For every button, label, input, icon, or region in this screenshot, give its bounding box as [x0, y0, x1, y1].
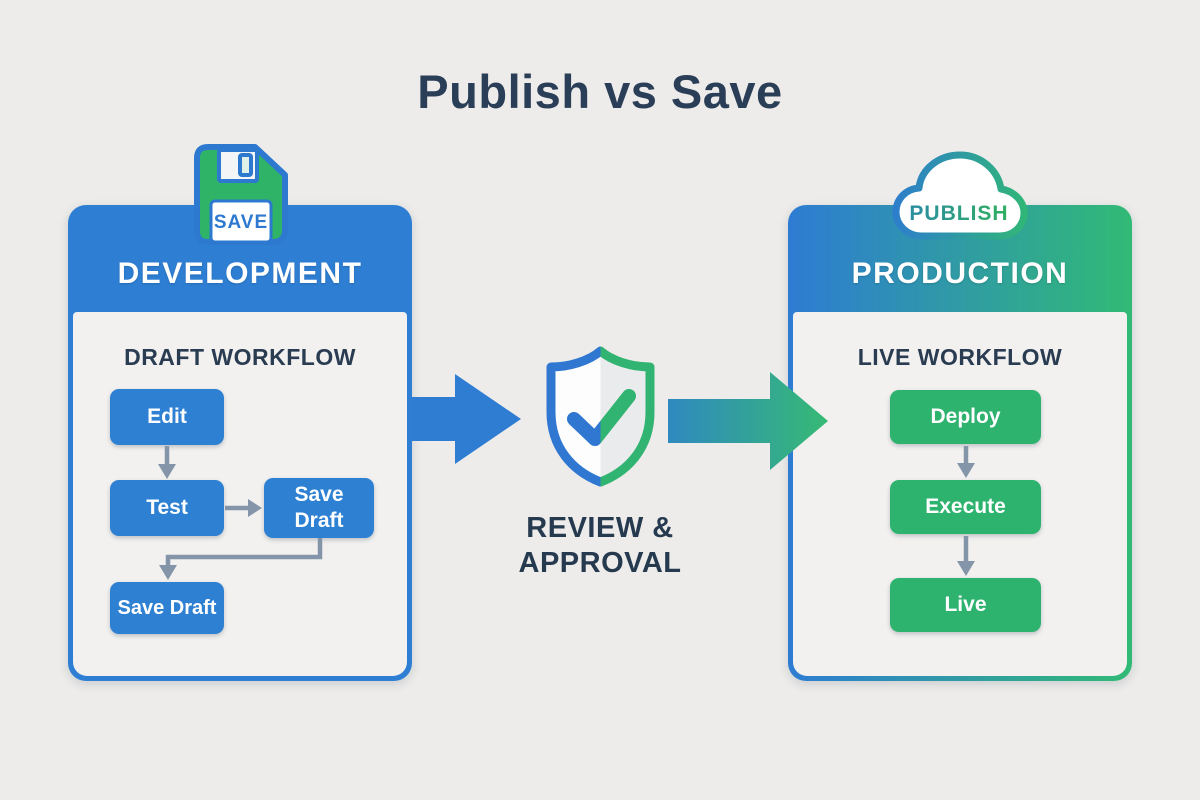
- node-deploy: Deploy: [890, 390, 1041, 444]
- floppy-label: [209, 199, 273, 244]
- live-workflow-title: LIVE WORKFLOW: [857, 344, 1063, 370]
- flow-arrow-elbow-icon: [165, 538, 323, 567]
- flow-arrowhead-icon: [248, 499, 262, 517]
- shield-checkmark: [567, 389, 636, 446]
- node-save-draft: Save Draft: [110, 582, 224, 634]
- node-save-draft-branch: Save Draft: [264, 478, 374, 538]
- publish-cloud-icon: PUBLISH: [892, 151, 1028, 240]
- review-approval-line1: REVIEW &: [526, 512, 674, 544]
- flow-arrowhead-icon: [159, 565, 177, 580]
- page-title: Publish vs Save: [417, 65, 783, 118]
- cloud-publish-label: PUBLISH: [909, 202, 1008, 225]
- floppy-save-label: SAVE: [214, 212, 268, 233]
- node-live: Live: [890, 578, 1041, 632]
- review-approval-label: REVIEW & APPROVAL: [450, 511, 750, 581]
- flow-arrowhead-icon: [957, 561, 975, 576]
- shield-check-icon: [546, 346, 655, 487]
- development-header: DEVELOPMENT: [117, 257, 363, 290]
- cloud-body: [892, 151, 1028, 240]
- stage-arrow-left-icon: [410, 374, 521, 464]
- review-approval-line2: APPROVAL: [518, 547, 682, 579]
- flow-arrowhead-icon: [957, 463, 975, 478]
- node-execute: Execute: [890, 480, 1041, 534]
- node-save-draft-branch-label: Save Draft: [294, 483, 344, 532]
- flow-arrowhead-icon: [158, 464, 176, 479]
- draft-workflow-title: DRAFT WORKFLOW: [124, 344, 356, 370]
- floppy-shutter-slot: [238, 153, 253, 177]
- stage-arrow-right-icon: [668, 372, 828, 470]
- draft-flow-connectors: [164, 446, 323, 567]
- node-test: Test: [110, 480, 224, 536]
- production-header: PRODUCTION: [851, 257, 1069, 290]
- save-floppy-icon: SAVE: [194, 144, 288, 245]
- node-edit: Edit: [110, 389, 224, 445]
- shield-body: [546, 346, 655, 487]
